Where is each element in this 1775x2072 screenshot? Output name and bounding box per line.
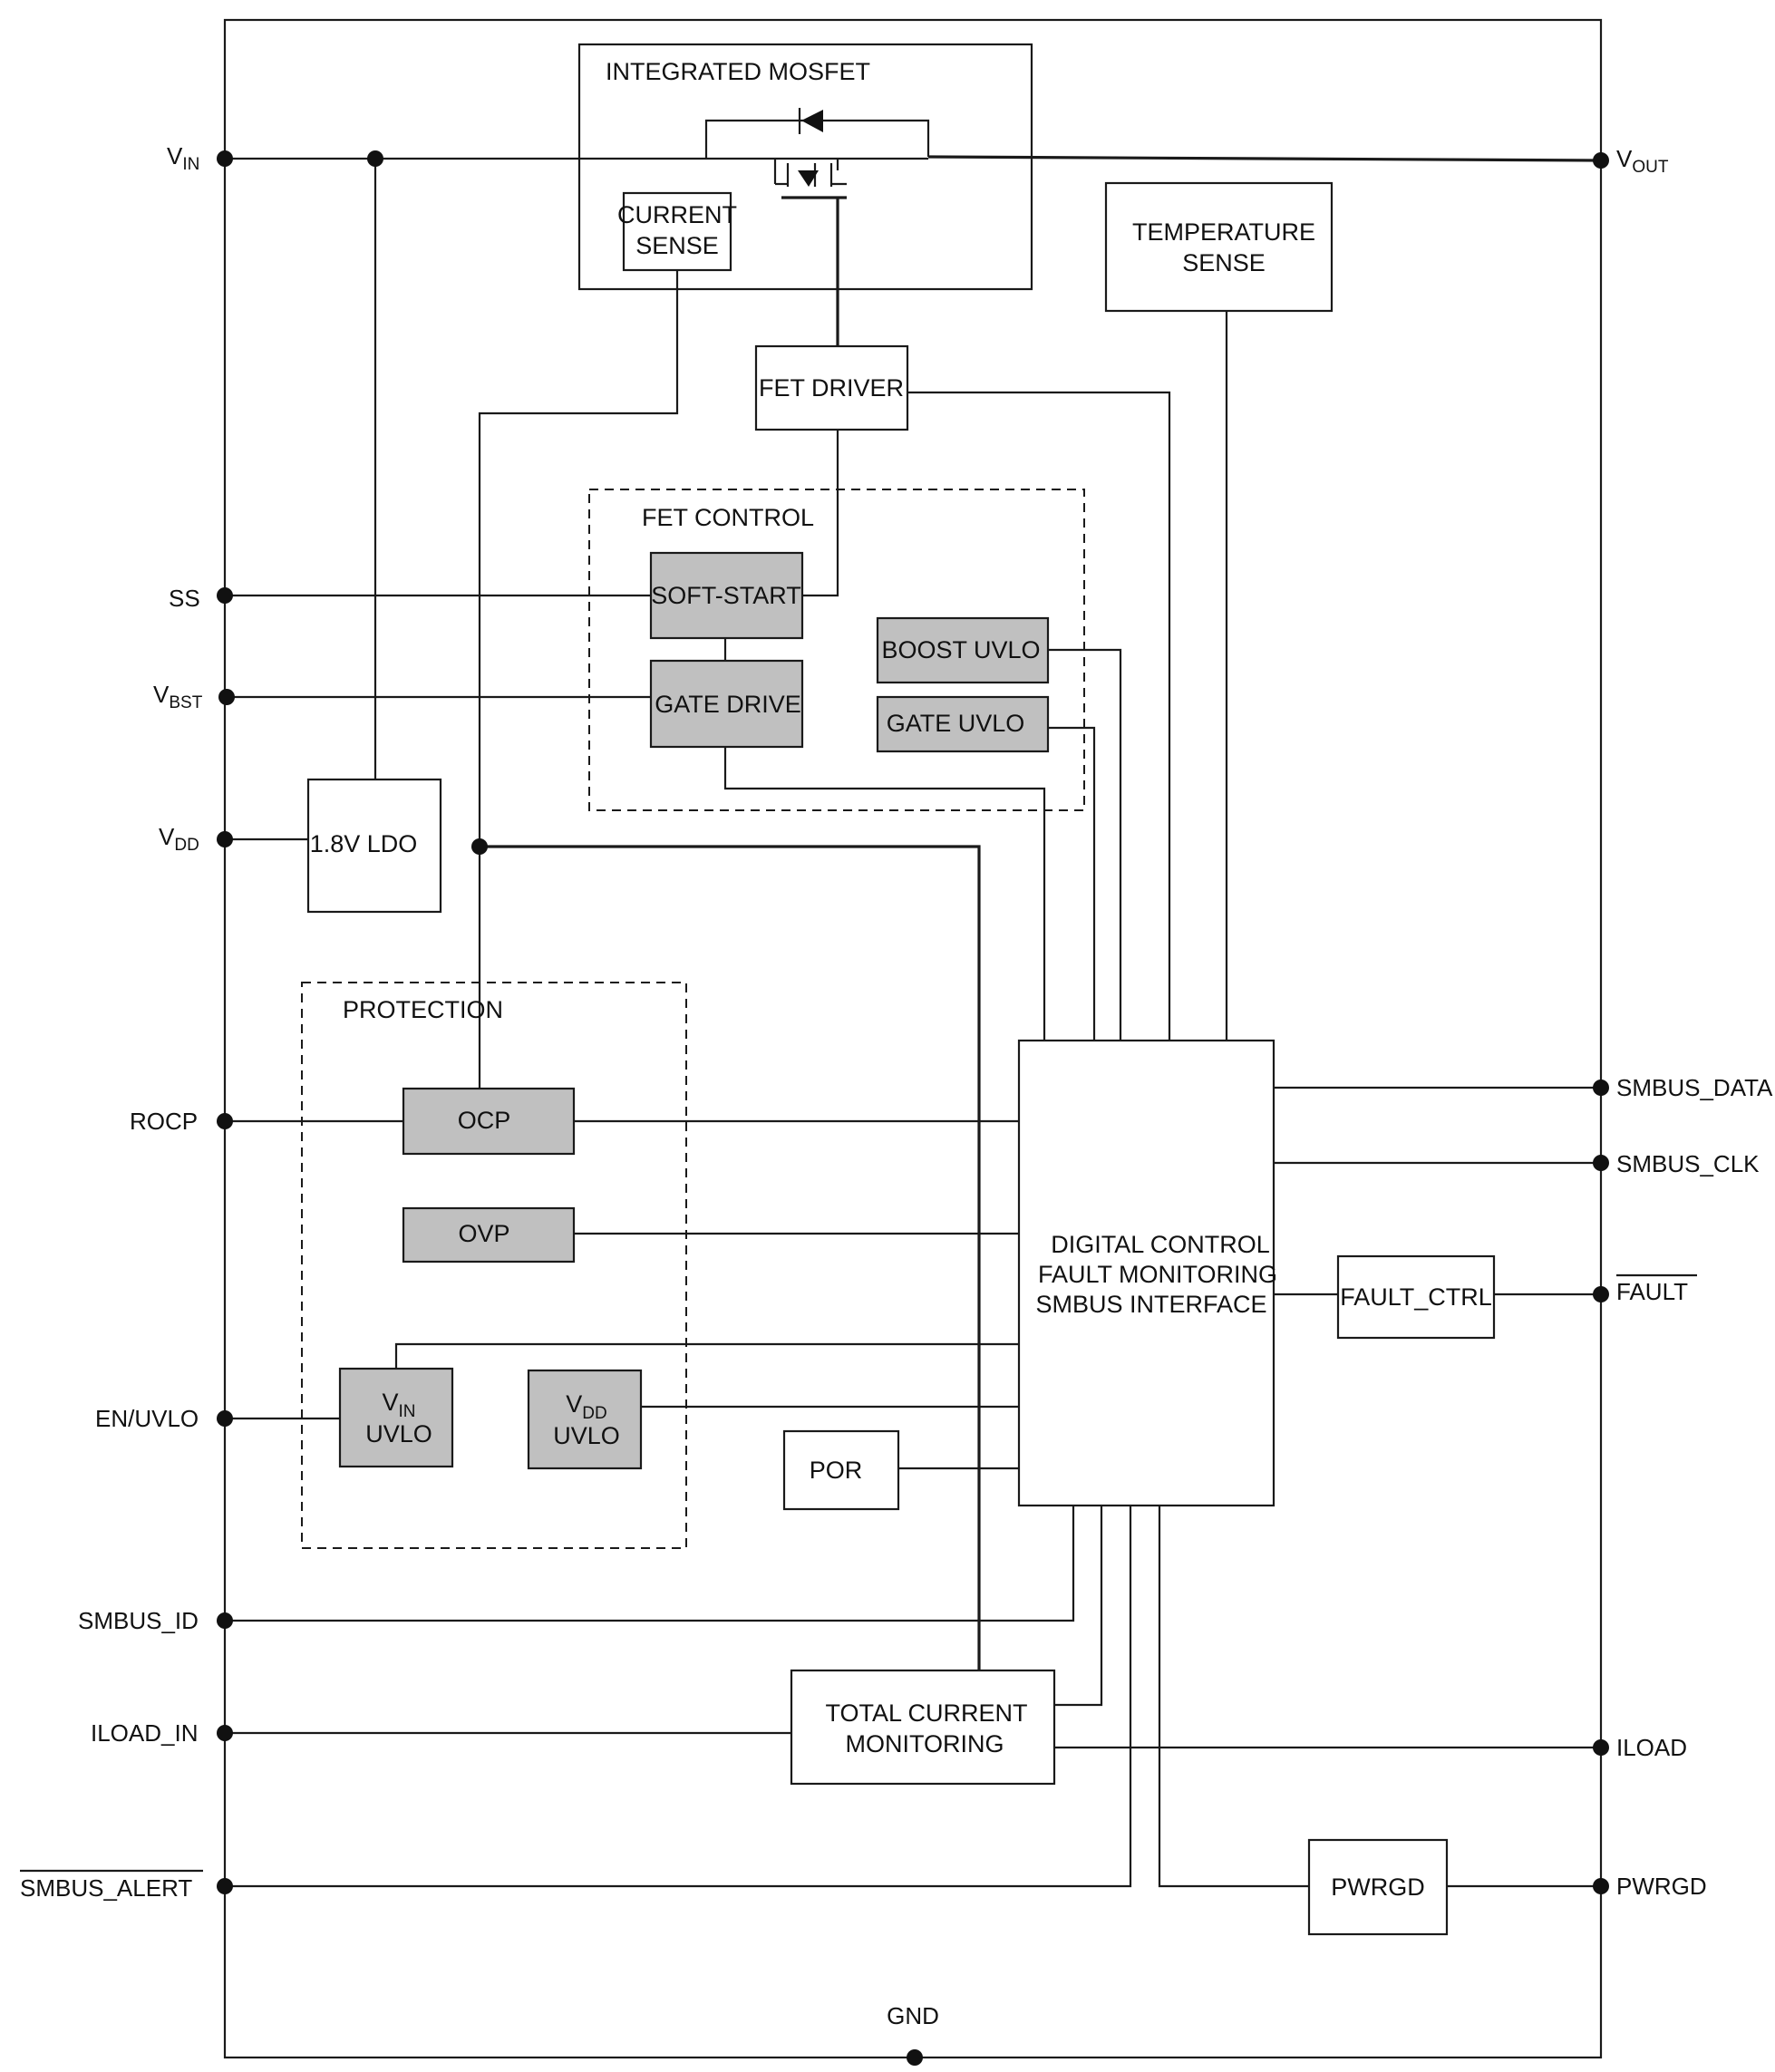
gate-drive-label: GATE DRIVE <box>655 691 801 718</box>
por-label: POR <box>810 1457 863 1484</box>
ovp-block <box>402 1206 576 1264</box>
pin-vin-label: VIN <box>167 142 199 174</box>
current-sense-label-1: CURRENT <box>617 201 737 228</box>
fet-control-region <box>588 489 1085 811</box>
temperature-sense-label-1: TEMPERATURE <box>1132 218 1315 246</box>
vin-uvlo-block <box>338 1367 454 1468</box>
por-block <box>782 1429 900 1511</box>
pin-en-uvlo-label: EN/UVLO <box>95 1405 199 1432</box>
temperature-sense-label-2: SENSE <box>1182 249 1266 276</box>
ldo-block <box>306 778 442 914</box>
total-current-label-2: MONITORING <box>846 1730 1004 1757</box>
pin-smbus-clk-label: SMBUS_CLK <box>1616 1150 1760 1177</box>
vdd-uvlo-label: VDD <box>566 1390 606 1423</box>
pwrgd-block-label: PWRGD <box>1331 1874 1425 1901</box>
pin-gnd-label: GND <box>887 2002 939 2029</box>
gate-uvlo-block <box>876 695 1050 753</box>
digital-control-block <box>1017 1039 1275 1507</box>
pin-vbst-label: VBST <box>153 681 203 712</box>
soft-start-label: SOFT-START <box>651 582 801 609</box>
gate-uvlo-label: GATE UVLO <box>887 710 1025 737</box>
ldo-label: 1.8V LDO <box>310 830 418 857</box>
ocp-block <box>402 1087 576 1156</box>
vin-uvlo-label: VIN <box>382 1389 415 1421</box>
vin-uvlo-label-2: UVLO <box>365 1420 432 1447</box>
fault-ctrl-block <box>1336 1254 1496 1340</box>
digital-control-label-3: SMBUS INTERFACE <box>1035 1291 1266 1318</box>
pwrgd-block <box>1307 1838 1449 1936</box>
pin-smbus-data-label: SMBUS_DATA <box>1616 1074 1773 1101</box>
mosfet-symbol-icon <box>704 108 930 199</box>
vdd-uvlo-block <box>527 1369 643 1470</box>
boost-uvlo-label: BOOST UVLO <box>881 636 1040 663</box>
fet-driver-block <box>754 344 909 431</box>
current-sense-block <box>622 191 732 272</box>
pin-rocp-label: ROCP <box>130 1108 198 1135</box>
pin-pwrgd-label: PWRGD <box>1616 1873 1707 1900</box>
digital-control-label-1: DIGITAL CONTROL <box>1051 1231 1270 1258</box>
pin-iload-in-label: ILOAD_IN <box>91 1719 199 1747</box>
boost-uvlo-block <box>876 616 1050 684</box>
ocp-label: OCP <box>458 1107 511 1134</box>
pin-smbus-id-label: SMBUS_ID <box>78 1607 199 1634</box>
junction-dots <box>367 150 488 855</box>
fault-ctrl-label: FAULT_CTRL <box>1340 1283 1492 1311</box>
total-current-monitoring-block <box>790 1669 1056 1786</box>
pin-iload-label: ILOAD <box>1616 1734 1687 1761</box>
wires <box>225 155 1602 1888</box>
pin-ss-label: SS <box>169 585 200 612</box>
ovp-label: OVP <box>458 1220 509 1247</box>
fet-driver-label: FET DRIVER <box>759 374 904 402</box>
vdd-uvlo-label-2: UVLO <box>553 1422 620 1449</box>
pin-dots <box>217 150 1609 2066</box>
digital-control-label-2: FAULT MONITORING <box>1038 1261 1277 1288</box>
current-sense-label-2: SENSE <box>635 232 719 259</box>
temperature-sense-block <box>1104 181 1334 313</box>
integrated-mosfet-label: INTEGRATED MOSFET <box>606 58 870 85</box>
pin-smbus-alert-label: SMBUS_ALERT <box>20 1874 192 1902</box>
fet-control-label: FET CONTROL <box>642 504 814 531</box>
soft-start-block <box>649 551 804 640</box>
pin-fault-label: FAULT <box>1616 1278 1688 1305</box>
gate-drive-block <box>649 659 804 749</box>
protection-region <box>301 982 687 1549</box>
pin-vdd-label: VDD <box>159 823 199 855</box>
integrated-mosfet-block <box>577 43 1033 291</box>
protection-label: PROTECTION <box>343 996 503 1023</box>
pin-vout-label: VOUT <box>1616 145 1669 177</box>
total-current-label-1: TOTAL CURRENT <box>825 1699 1027 1727</box>
